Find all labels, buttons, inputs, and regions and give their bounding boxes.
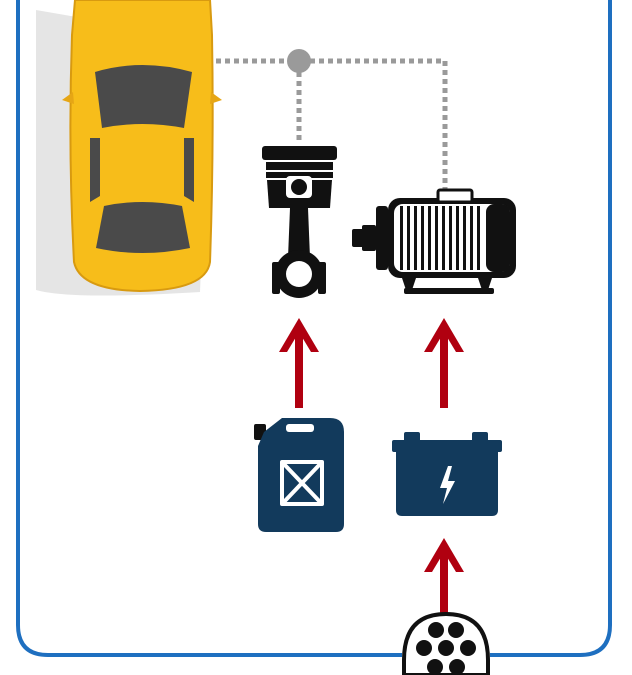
arrow-fuel-to-engine	[279, 318, 319, 408]
connector-junction-dot	[287, 49, 311, 73]
electric-motor-icon	[352, 188, 516, 294]
connector-lines	[216, 58, 448, 192]
charging-plug-icon	[402, 611, 490, 675]
diagram-frame	[16, 0, 612, 657]
energy-flow-arrows	[279, 318, 464, 618]
arrow-plug-to-battery	[424, 538, 464, 618]
arrow-battery-to-motor	[424, 318, 464, 408]
fuel-can-icon	[254, 418, 344, 532]
battery-icon	[392, 432, 502, 516]
piston-icon	[262, 146, 337, 298]
connector-junction-to-motor	[310, 58, 448, 192]
car-icon	[36, 0, 222, 296]
